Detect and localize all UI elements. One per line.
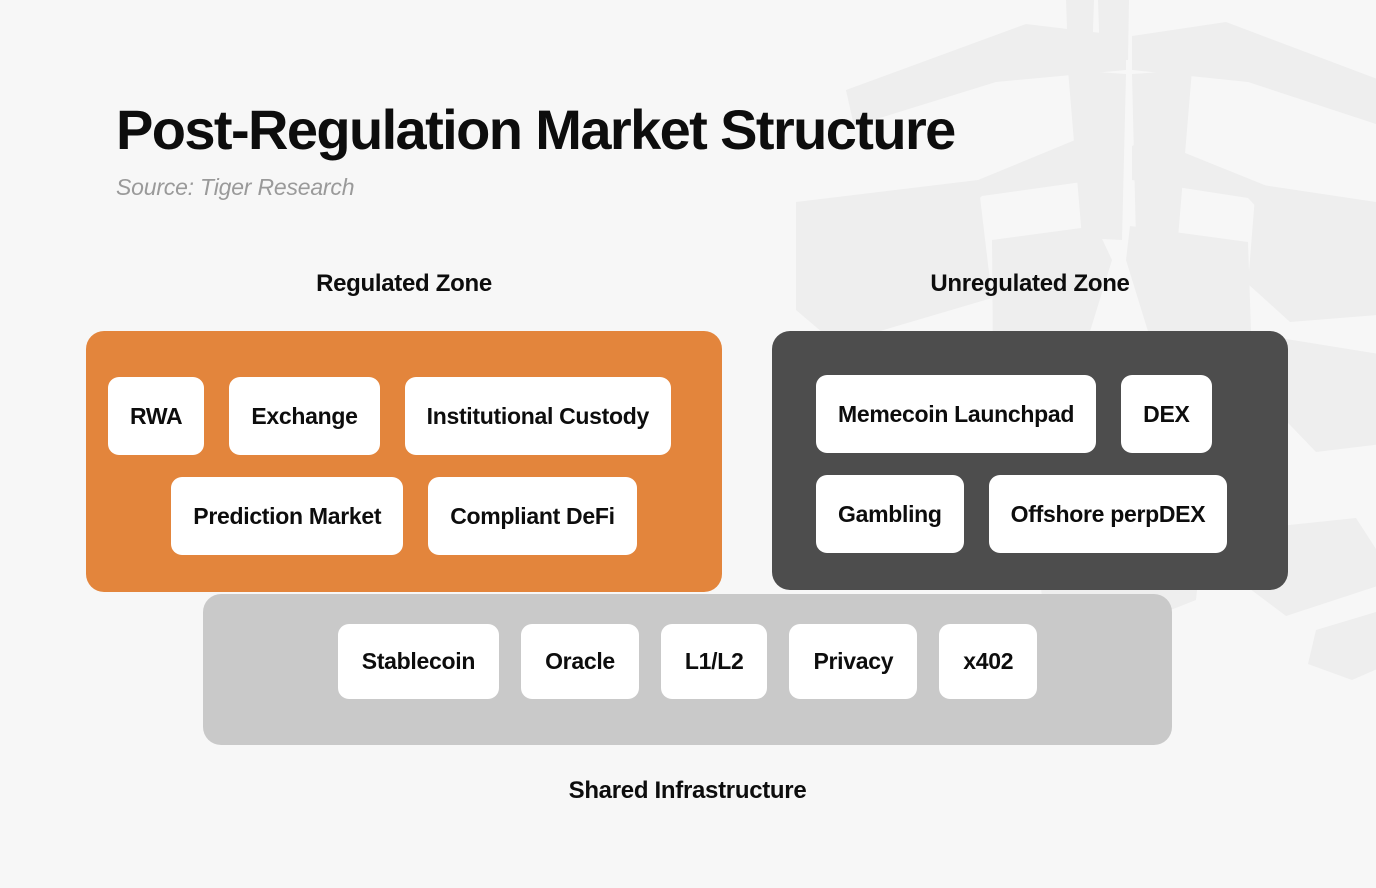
chip-dex[interactable]: DEX xyxy=(1121,375,1212,453)
regulated-zone-label: Regulated Zone xyxy=(316,270,492,297)
chip-rwa[interactable]: RWA xyxy=(108,377,205,455)
regulated-zone-row-1: RWA Exchange Institutional Custody xyxy=(108,377,700,455)
regulated-zone-panel: RWA Exchange Institutional Custody Predi… xyxy=(86,331,722,592)
chip-prediction-market[interactable]: Prediction Market xyxy=(171,477,404,555)
unregulated-zone-panel: Memecoin Launchpad DEX Gambling Offshore… xyxy=(772,331,1288,590)
chip-exchange[interactable]: Exchange xyxy=(229,377,380,455)
chip-institutional-custody[interactable]: Institutional Custody xyxy=(404,377,672,455)
shared-infrastructure-row: Stablecoin Oracle L1/L2 Privacy x402 xyxy=(337,624,1038,699)
source-label: Source: Tiger Research xyxy=(116,174,355,201)
page-title: Post-Regulation Market Structure xyxy=(116,98,956,161)
unregulated-zone-label: Unregulated Zone xyxy=(930,270,1130,297)
chip-l1-l2[interactable]: L1/L2 xyxy=(660,624,768,699)
chip-stablecoin[interactable]: Stablecoin xyxy=(337,624,500,699)
shared-infrastructure-label: Shared Infrastructure xyxy=(568,777,807,804)
chip-offshore-perpdex[interactable]: Offshore perpDEX xyxy=(988,475,1228,553)
chip-gambling[interactable]: Gambling xyxy=(816,475,964,553)
header: Post-Regulation Market Structure Source:… xyxy=(116,98,956,201)
unregulated-zone-row-1: Memecoin Launchpad DEX xyxy=(816,375,1244,453)
chip-memecoin-launchpad[interactable]: Memecoin Launchpad xyxy=(816,375,1097,453)
chip-privacy[interactable]: Privacy xyxy=(789,624,918,699)
chip-x402[interactable]: x402 xyxy=(939,624,1038,699)
chip-oracle[interactable]: Oracle xyxy=(521,624,639,699)
chip-compliant-defi[interactable]: Compliant DeFi xyxy=(428,477,637,555)
unregulated-zone-row-2: Gambling Offshore perpDEX xyxy=(816,475,1244,553)
regulated-zone-row-2: Prediction Market Compliant DeFi xyxy=(108,477,700,555)
shared-infrastructure-panel: Stablecoin Oracle L1/L2 Privacy x402 xyxy=(203,594,1172,745)
